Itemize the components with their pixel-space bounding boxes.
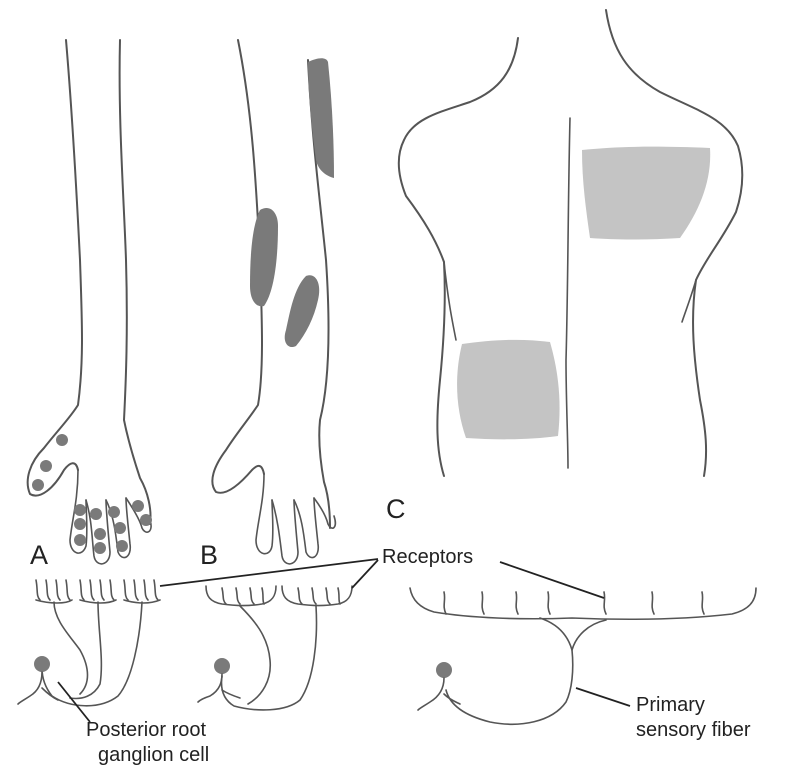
- field-a-4: [74, 504, 86, 516]
- arm-b: [212, 40, 335, 564]
- ganglion-cell-b: [214, 658, 230, 674]
- field-a-3: [32, 479, 44, 491]
- torso-c: [399, 10, 742, 476]
- field-a-14: [140, 514, 152, 526]
- field-a-8: [94, 528, 106, 540]
- receptors-leader-a: [160, 559, 378, 586]
- ganglion-cell-c: [436, 662, 452, 678]
- field-a-2: [40, 460, 52, 472]
- field-a-7: [90, 508, 102, 520]
- field-a-13: [132, 500, 144, 512]
- neuron-b: [198, 586, 352, 710]
- field-a-12: [116, 540, 128, 552]
- field-a-6: [74, 534, 86, 546]
- receptors-leader-b: [352, 560, 378, 588]
- arm-a: [28, 40, 151, 564]
- panel-label-c: C: [386, 494, 406, 525]
- neuron-a: [18, 580, 160, 706]
- field-b-3: [285, 275, 320, 347]
- fiber-label-line2: sensory fiber: [636, 718, 751, 743]
- field-a-9: [94, 542, 106, 554]
- fiber-leader: [576, 688, 630, 706]
- fiber-label-line1: Primary: [636, 693, 705, 718]
- receptors-label: Receptors: [382, 545, 473, 570]
- field-c-upper: [582, 147, 710, 240]
- field-a-1: [56, 434, 68, 446]
- ganglion-label-line2: ganglion cell: [98, 743, 209, 768]
- ganglion-cell-a: [34, 656, 50, 672]
- field-a-10: [108, 506, 120, 518]
- ganglion-label-line1: Posterior root: [86, 718, 206, 743]
- panel-label-a: A: [30, 540, 48, 571]
- field-c-lower: [457, 340, 560, 439]
- field-b-1: [308, 58, 334, 178]
- field-a-5: [74, 518, 86, 530]
- field-b-2: [250, 208, 278, 306]
- panel-label-b: B: [200, 540, 218, 571]
- field-a-11: [114, 522, 126, 534]
